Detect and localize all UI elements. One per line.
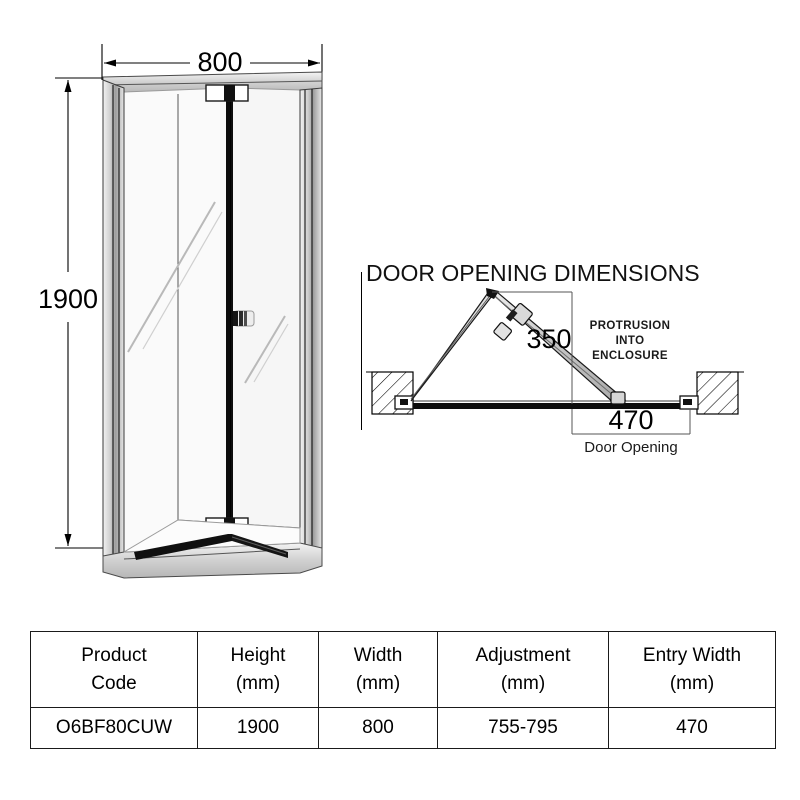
header-height: Height (mm)	[197, 631, 319, 708]
header-height-line2: (mm)	[235, 672, 281, 694]
right-wall	[696, 371, 744, 415]
header-height-line1: Height	[230, 644, 286, 666]
header-product-code: Product Code	[30, 631, 198, 708]
top-hinge-bracket	[205, 84, 249, 102]
header-width-line2: (mm)	[355, 672, 401, 694]
plan-title: DOOR OPENING DIMENSIONS	[366, 260, 700, 286]
left-pivot-bracket	[394, 395, 414, 410]
threshold-track	[408, 400, 692, 409]
width-dimension-line	[104, 59, 320, 67]
table-header-row: Product Code Height (mm) Width (mm) Adju…	[30, 631, 776, 708]
cell-height: 1900	[197, 707, 319, 749]
plan-view: DOOR OPENING DIMENSIONS	[361, 260, 744, 456]
cell-entry-width: 470	[608, 707, 776, 749]
protrusion-note-line3: ENCLOSURE	[592, 350, 668, 362]
leaf-bottom-roller	[610, 391, 626, 405]
protrusion-note-line2: INTO	[616, 335, 645, 347]
leaf-hinge-block-lower	[493, 322, 513, 341]
bottom-threshold-bar	[134, 534, 288, 560]
protrusion-value: 350	[526, 324, 571, 354]
header-product-code-line2: Code	[91, 672, 137, 694]
door-opening-dimension: 470 Door Opening	[571, 405, 691, 456]
cell-width: 800	[318, 707, 438, 749]
header-adjustment: Adjustment (mm)	[437, 631, 609, 708]
cell-product-code: O6BF80CUW	[30, 707, 198, 749]
elevation-view	[55, 44, 323, 579]
protrusion-note-line1: PROTRUSION	[590, 320, 671, 332]
header-entry-width-line2: (mm)	[669, 672, 715, 694]
header-width-line1: Width	[353, 644, 403, 666]
bifold-center-post	[226, 88, 233, 550]
specification-table: Product Code Height (mm) Width (mm) Adju…	[30, 631, 776, 749]
folded-door-leaves	[410, 288, 627, 405]
right-frame-post	[299, 87, 323, 553]
cell-adjustment: 755-795	[437, 707, 609, 749]
header-width: Width (mm)	[318, 631, 438, 708]
height-dimension-line	[64, 80, 72, 546]
header-entry-width-line1: Entry Width	[642, 644, 742, 666]
door-opening-label: Door Opening	[584, 439, 677, 456]
glass-panel-fixed	[123, 87, 229, 557]
right-wall-bracket	[679, 395, 699, 410]
height-extension-lines	[55, 77, 108, 549]
header-product-code-line1: Product	[81, 644, 147, 666]
protrusion-note: PROTRUSION INTO ENCLOSURE	[590, 320, 671, 362]
height-dimension-value: 1900	[38, 284, 98, 314]
glass-reflection-highlights	[127, 201, 289, 384]
width-dimension-value: 800	[197, 47, 242, 77]
leaf-hinge-block-upper	[505, 302, 533, 326]
door-opening-value: 470	[608, 405, 653, 435]
header-adjustment-line2: (mm)	[500, 672, 546, 694]
protrusion-dimension: 350	[492, 291, 573, 404]
header-adjustment-line1: Adjustment	[475, 644, 571, 666]
header-entry-width: Entry Width (mm)	[608, 631, 776, 708]
table-row: O6BF80CUW 1900 800 755-795 470	[30, 707, 776, 749]
door-knob	[233, 310, 255, 327]
